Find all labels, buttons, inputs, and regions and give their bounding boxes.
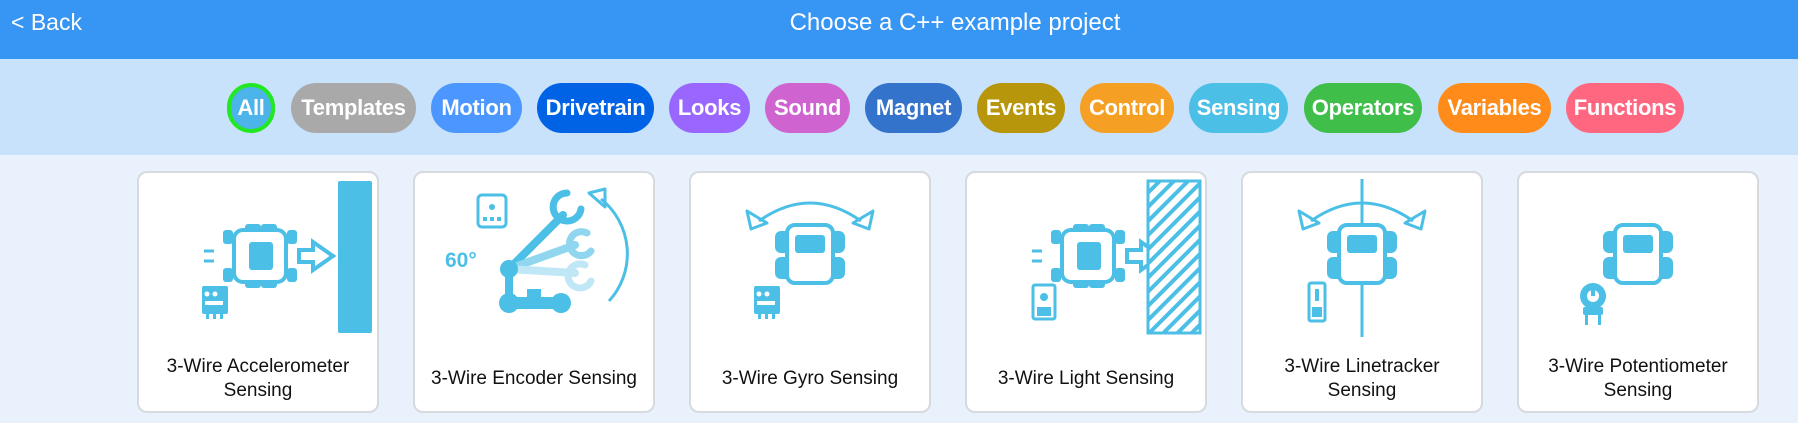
project-card-linetracker[interactable]: 3-Wire Linetracker Sensing	[1241, 171, 1483, 413]
project-card-light[interactable]: 3-Wire Light Sensing	[965, 171, 1207, 413]
project-card-label: 3-Wire Gyro Sensing	[721, 368, 899, 389]
page-title: Choose a C++ example project	[789, 9, 1121, 36]
potentiometer-robot-icon	[1580, 223, 1673, 325]
filter-chip-variables[interactable]: Variables	[1438, 83, 1551, 133]
filter-chip-sensing[interactable]: Sensing	[1189, 83, 1288, 133]
project-card-label: 3-Wire Linetracker Sensing	[1284, 356, 1440, 401]
category-filter-bar: All Templates Motion Drivetrain Looks So…	[0, 59, 1798, 155]
encoder-arm-icon: 60°	[445, 187, 629, 313]
project-card-potentiometer[interactable]: 3-Wire Potentiometer Sensing	[1517, 171, 1759, 413]
project-card-label: 3-Wire Potentiometer Sensing	[1548, 356, 1728, 401]
encoder-angle-label: 60°	[445, 249, 477, 272]
project-card-label: 3-Wire Accelerometer Sensing	[166, 356, 350, 401]
filter-chip-control[interactable]: Control	[1080, 83, 1174, 133]
project-card-accelerometer[interactable]: 3-Wire Accelerometer Sensing	[137, 171, 379, 413]
filter-chip-functions[interactable]: Functions	[1566, 83, 1684, 133]
project-card-gyro[interactable]: 3-Wire Gyro Sensing	[689, 171, 931, 413]
filter-chip-templates[interactable]: Templates	[291, 83, 416, 133]
gyro-robot-icon	[745, 201, 875, 319]
filter-chip-all[interactable]: All	[227, 83, 275, 133]
project-card-label: 3-Wire Encoder Sensing	[431, 368, 637, 389]
light-sensor-robot-icon	[1031, 179, 1202, 335]
linetracker-robot-icon	[1297, 179, 1427, 337]
filter-chip-motion[interactable]: Motion	[431, 83, 522, 133]
project-card-label: 3-Wire Light Sensing	[997, 368, 1175, 389]
filter-chip-events[interactable]: Events	[977, 83, 1065, 133]
filter-chip-operators[interactable]: Operators	[1304, 83, 1422, 133]
top-bar: < Back Choose a C++ example project	[0, 0, 1798, 59]
filter-chip-sound[interactable]: Sound	[765, 83, 850, 133]
accelerometer-robot-icon	[202, 181, 372, 333]
filter-chip-magnet[interactable]: Magnet	[865, 83, 962, 133]
back-button[interactable]: < Back	[11, 9, 82, 35]
filter-chip-looks[interactable]: Looks	[669, 83, 750, 133]
filter-chip-drivetrain[interactable]: Drivetrain	[537, 83, 654, 133]
project-card-encoder[interactable]: 60° 3-Wire Encoder Sensing	[413, 171, 655, 413]
